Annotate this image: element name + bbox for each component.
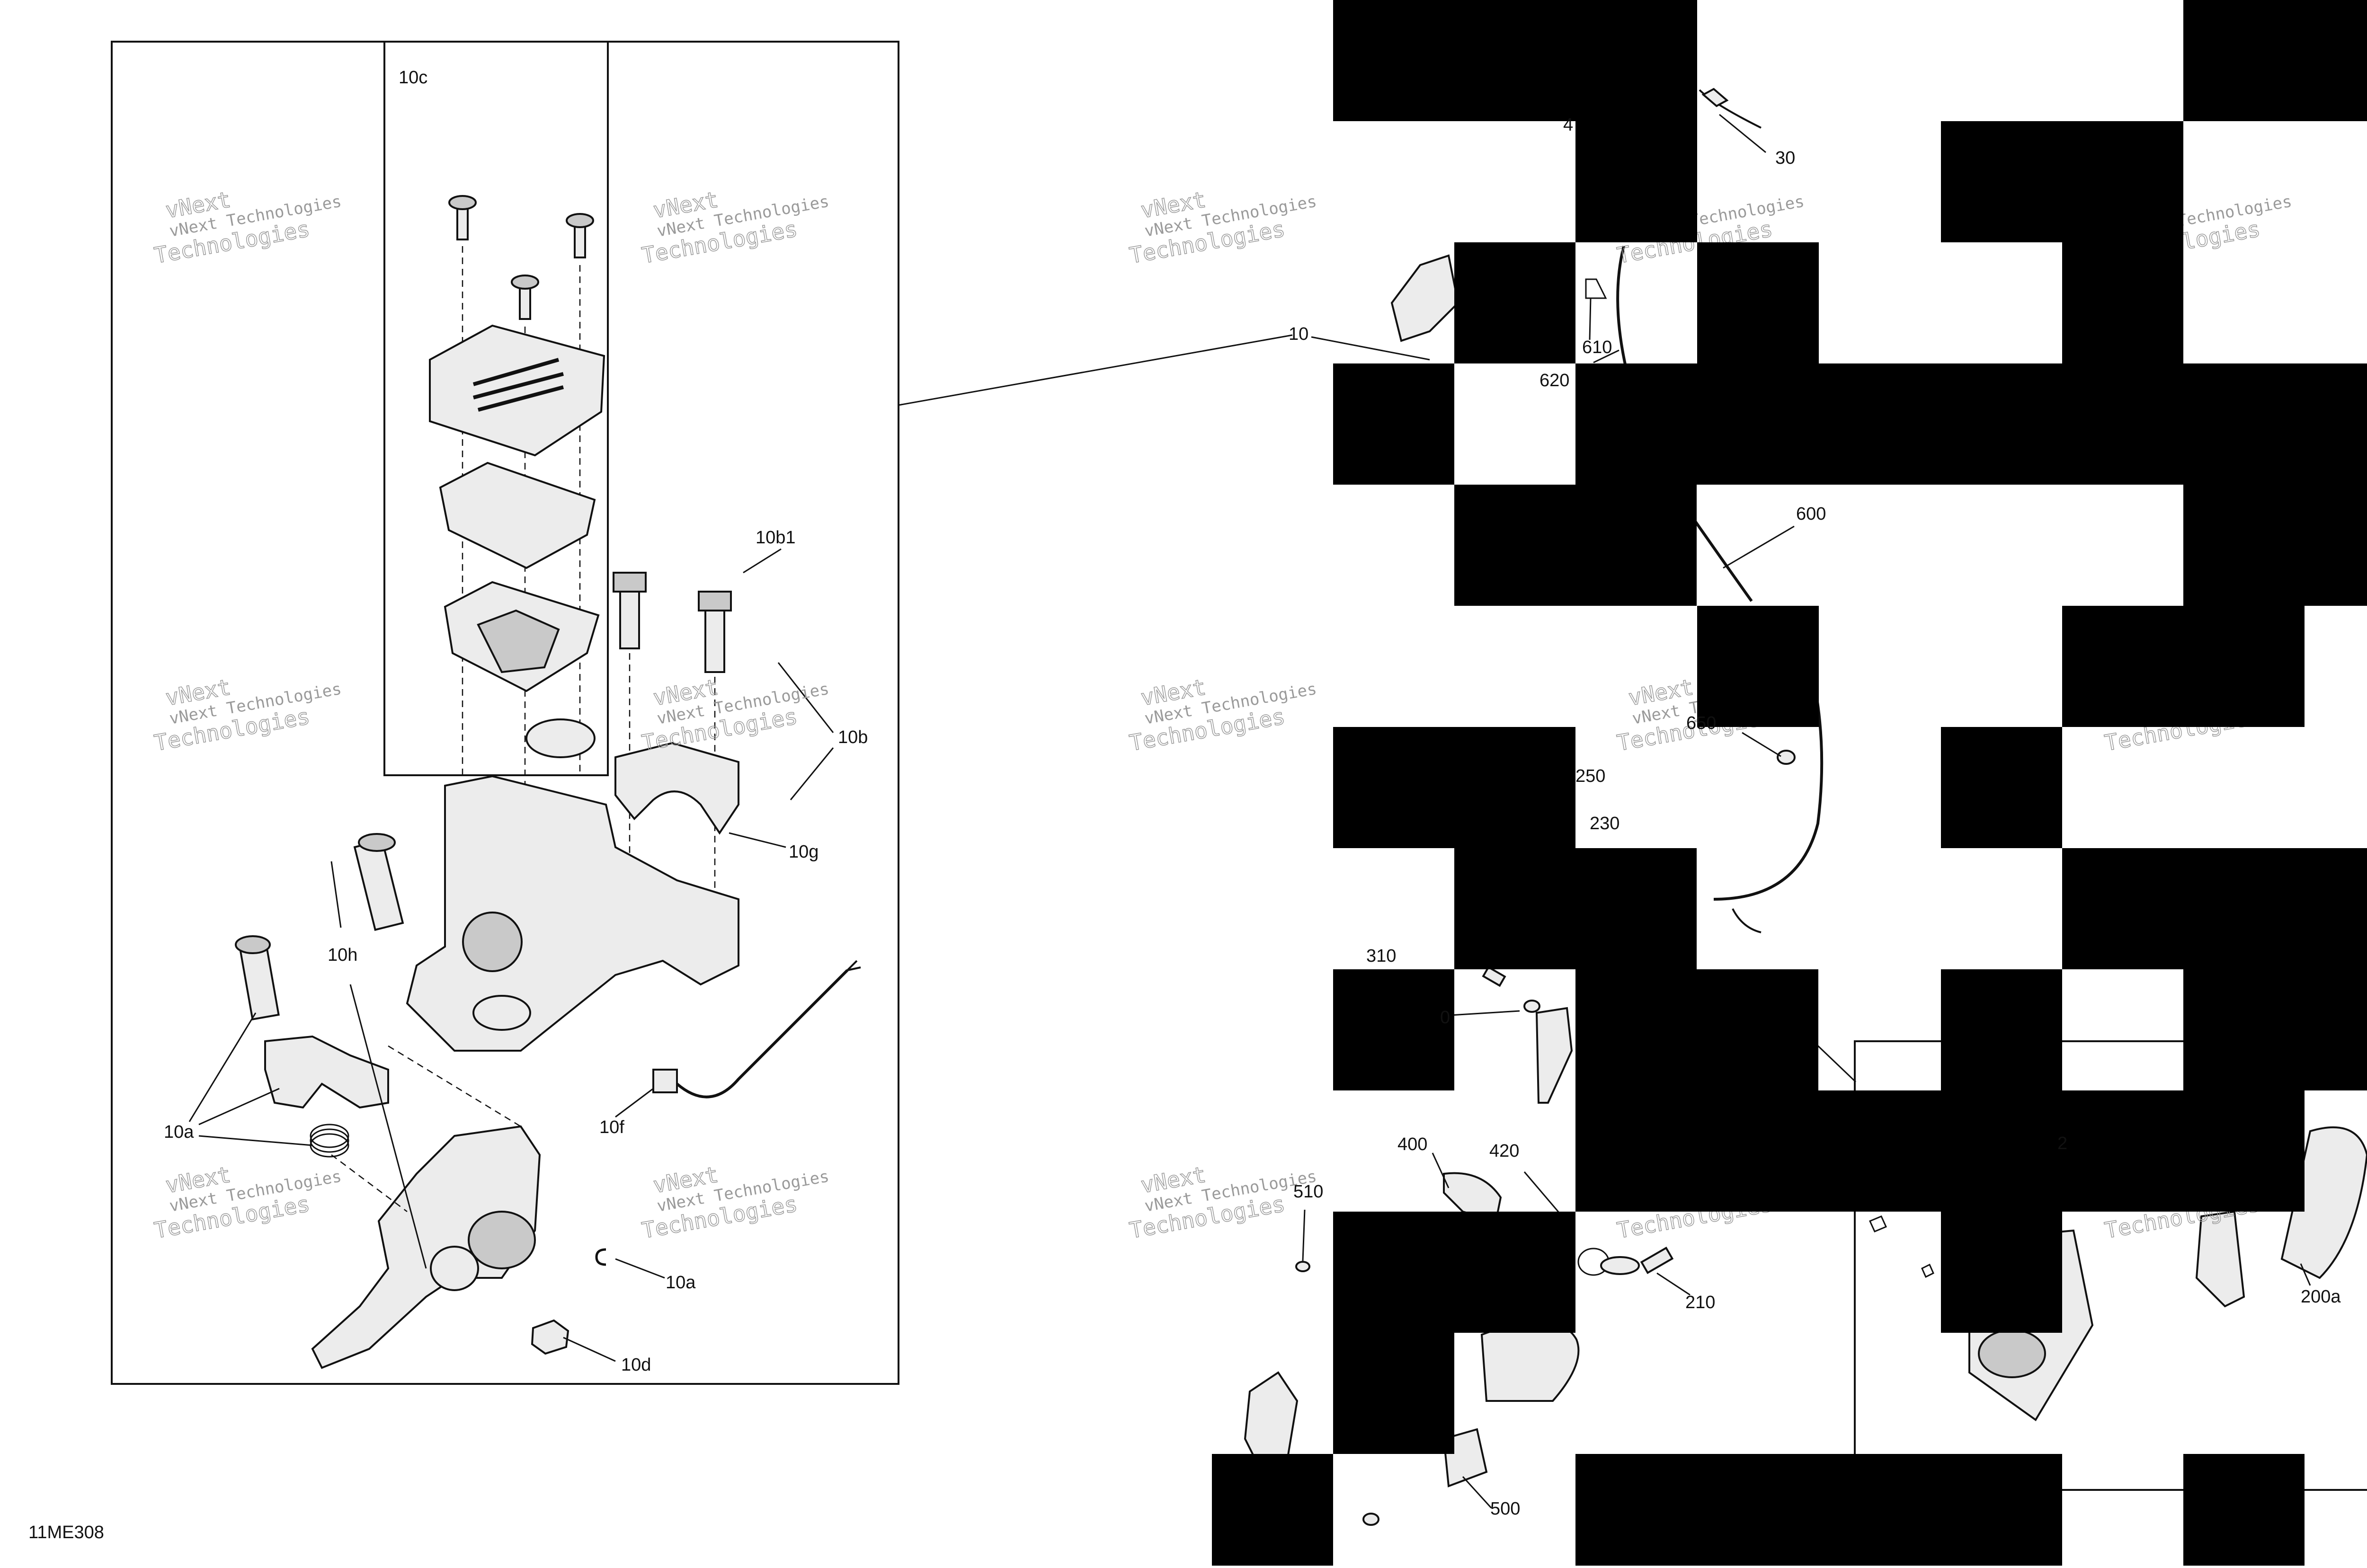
label-2-partial: 2 xyxy=(2057,1134,2067,1153)
label-230: 230 xyxy=(1590,814,1620,833)
redaction-blocks xyxy=(1212,0,2367,1566)
label-10a-lower: 10a xyxy=(666,1273,696,1293)
brake-lever xyxy=(311,1125,541,1369)
diaphragm-plate xyxy=(439,461,596,569)
pivot-pin xyxy=(353,833,404,931)
master-cylinder-bore xyxy=(462,912,523,972)
label-10h: 10h xyxy=(328,945,357,965)
label-210: 210 xyxy=(1685,1293,1715,1312)
lever-nut xyxy=(531,1319,570,1355)
lever-adjuster xyxy=(468,1211,536,1269)
label-10b1: 10b1 xyxy=(756,528,796,548)
detail-frame-caliper xyxy=(1854,1040,2367,1491)
label-10b: 10b xyxy=(838,727,868,747)
lever-adjuster-knob xyxy=(430,1246,479,1291)
label-620: 620 xyxy=(1539,371,1569,390)
handlebar-clamp xyxy=(614,742,739,835)
master-cylinder-body xyxy=(406,775,739,1052)
sub-frame-10c xyxy=(383,41,609,776)
reservoir-cap xyxy=(525,718,596,758)
diaphragm-bellows xyxy=(477,609,560,673)
label-250: 250 xyxy=(1575,766,1605,786)
right-assembly-leaders xyxy=(1302,114,2311,1509)
leader-detail-to-assembly xyxy=(898,334,1293,406)
label-10a-left: 10a xyxy=(164,1122,194,1142)
label-600: 600 xyxy=(1796,504,1826,524)
reservoir-cover xyxy=(429,324,605,457)
label-400: 400 xyxy=(1397,1134,1427,1154)
label-30: 30 xyxy=(1775,148,1795,168)
label-420: 420 xyxy=(1489,1141,1519,1161)
cover-label-text xyxy=(472,358,564,412)
label-4-partial: 4 xyxy=(1563,115,1573,135)
label-10: 10 xyxy=(1289,324,1308,344)
label-10g: 10g xyxy=(789,842,819,862)
label-10f: 10f xyxy=(599,1117,624,1137)
label-310: 310 xyxy=(1366,946,1396,966)
drawing-number: 11ME308 xyxy=(28,1523,104,1542)
label-610: 610 xyxy=(1582,337,1612,357)
label-10c: 10c xyxy=(399,68,427,88)
circlip xyxy=(595,1248,606,1266)
lever-bracket xyxy=(264,1035,389,1109)
label-500: 500 xyxy=(1490,1499,1520,1519)
return-spring xyxy=(310,1124,349,1158)
brake-light-switch xyxy=(652,960,861,1098)
left-detail-leaders xyxy=(188,548,834,1362)
label-650-partial: 650 xyxy=(1686,713,1716,733)
label-200a: 200a xyxy=(2301,1287,2341,1307)
label-510: 510 xyxy=(1293,1182,1323,1202)
label-10d: 10d xyxy=(621,1355,651,1375)
callout-labels: 10c 10b1 10b 10g 10h 10f 10a 10a 10d 10 … xyxy=(28,68,2341,1542)
cylinder-port xyxy=(472,995,531,1031)
label-0-partial: 0 xyxy=(1440,1008,1450,1028)
lever-pin xyxy=(235,935,280,1021)
